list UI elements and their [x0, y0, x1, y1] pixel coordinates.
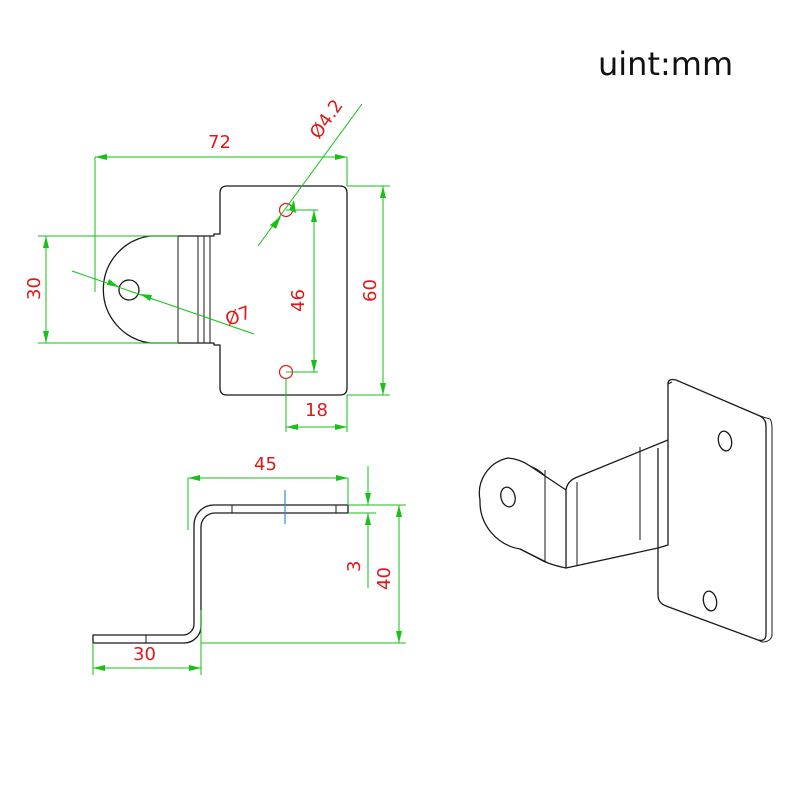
dim-40-label: 40 — [374, 567, 395, 590]
dim-hole-large: Ø7 — [71, 270, 255, 335]
dim-46-label: 46 — [288, 289, 309, 312]
dim-hole-small-label: Ø4.2 — [306, 96, 348, 143]
dim-46: 46 — [286, 209, 318, 373]
dim-hole-large-label: Ø7 — [223, 302, 254, 330]
iso-tab-edge — [519, 465, 546, 563]
dim-3-label: 3 — [344, 561, 365, 572]
dim-3: 3 — [344, 466, 376, 588]
side-view-profile — [92, 504, 349, 644]
top-view: 72 Ø4.2 30 Ø7 — [24, 96, 390, 432]
side-view: 45 3 40 30 — [92, 454, 406, 675]
top-view-outline — [102, 185, 348, 396]
iso-plate-hole-bottom — [702, 590, 718, 612]
dim-30-left: 30 — [24, 235, 178, 344]
dim-60-label: 60 — [360, 279, 381, 302]
isometric-view — [478, 378, 773, 643]
large-hole — [118, 279, 140, 301]
unit-label: uint:mm — [598, 45, 733, 83]
dim-45-label: 45 — [254, 454, 277, 475]
iso-plate-face — [657, 378, 767, 642]
dim-30-bottom: 30 — [92, 610, 202, 675]
dim-60: 60 — [347, 185, 390, 396]
iso-plate-edge — [667, 381, 773, 643]
dim-40: 40 — [201, 504, 406, 644]
dim-18: 18 — [285, 378, 348, 432]
iso-plate-hole-top — [717, 430, 733, 452]
dim-30-bottom-label: 30 — [133, 644, 156, 665]
dim-72-label: 72 — [208, 132, 231, 153]
dim-45: 45 — [187, 454, 349, 530]
dim-72: 72 — [94, 132, 348, 292]
iso-tab-hole — [500, 486, 516, 508]
iso-web — [565, 439, 669, 569]
iso-tab — [478, 457, 567, 569]
dim-18-label: 18 — [305, 400, 328, 421]
dim-30-left-label: 30 — [24, 277, 45, 300]
